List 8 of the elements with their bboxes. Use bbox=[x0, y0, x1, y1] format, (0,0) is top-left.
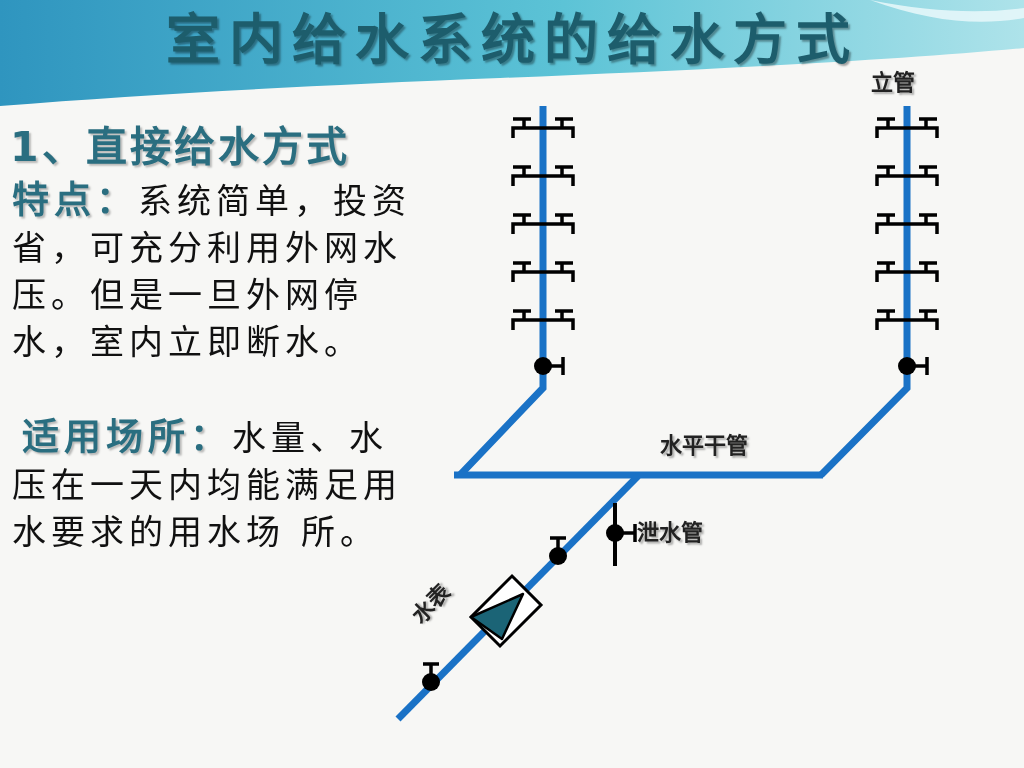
pipe-label: 水表 bbox=[405, 578, 456, 629]
section-heading: 1、直接给水方式 bbox=[10, 122, 350, 172]
pipe-label: 水平干管 bbox=[660, 432, 748, 459]
paragraph: 特点：系统简单，投资省，可充分利用外网水压。但是一旦外网停水，室内立即断水。 bbox=[12, 178, 412, 364]
pipe-label: 立管 bbox=[871, 69, 915, 96]
paragraph: 适用场所：水量、水压在一天内均能满足用水要求的用水场 所。 bbox=[12, 415, 403, 554]
pipe-label: 泄水管 bbox=[637, 519, 703, 546]
slide-title: 室内给水系统的给水方式 bbox=[165, 8, 859, 74]
